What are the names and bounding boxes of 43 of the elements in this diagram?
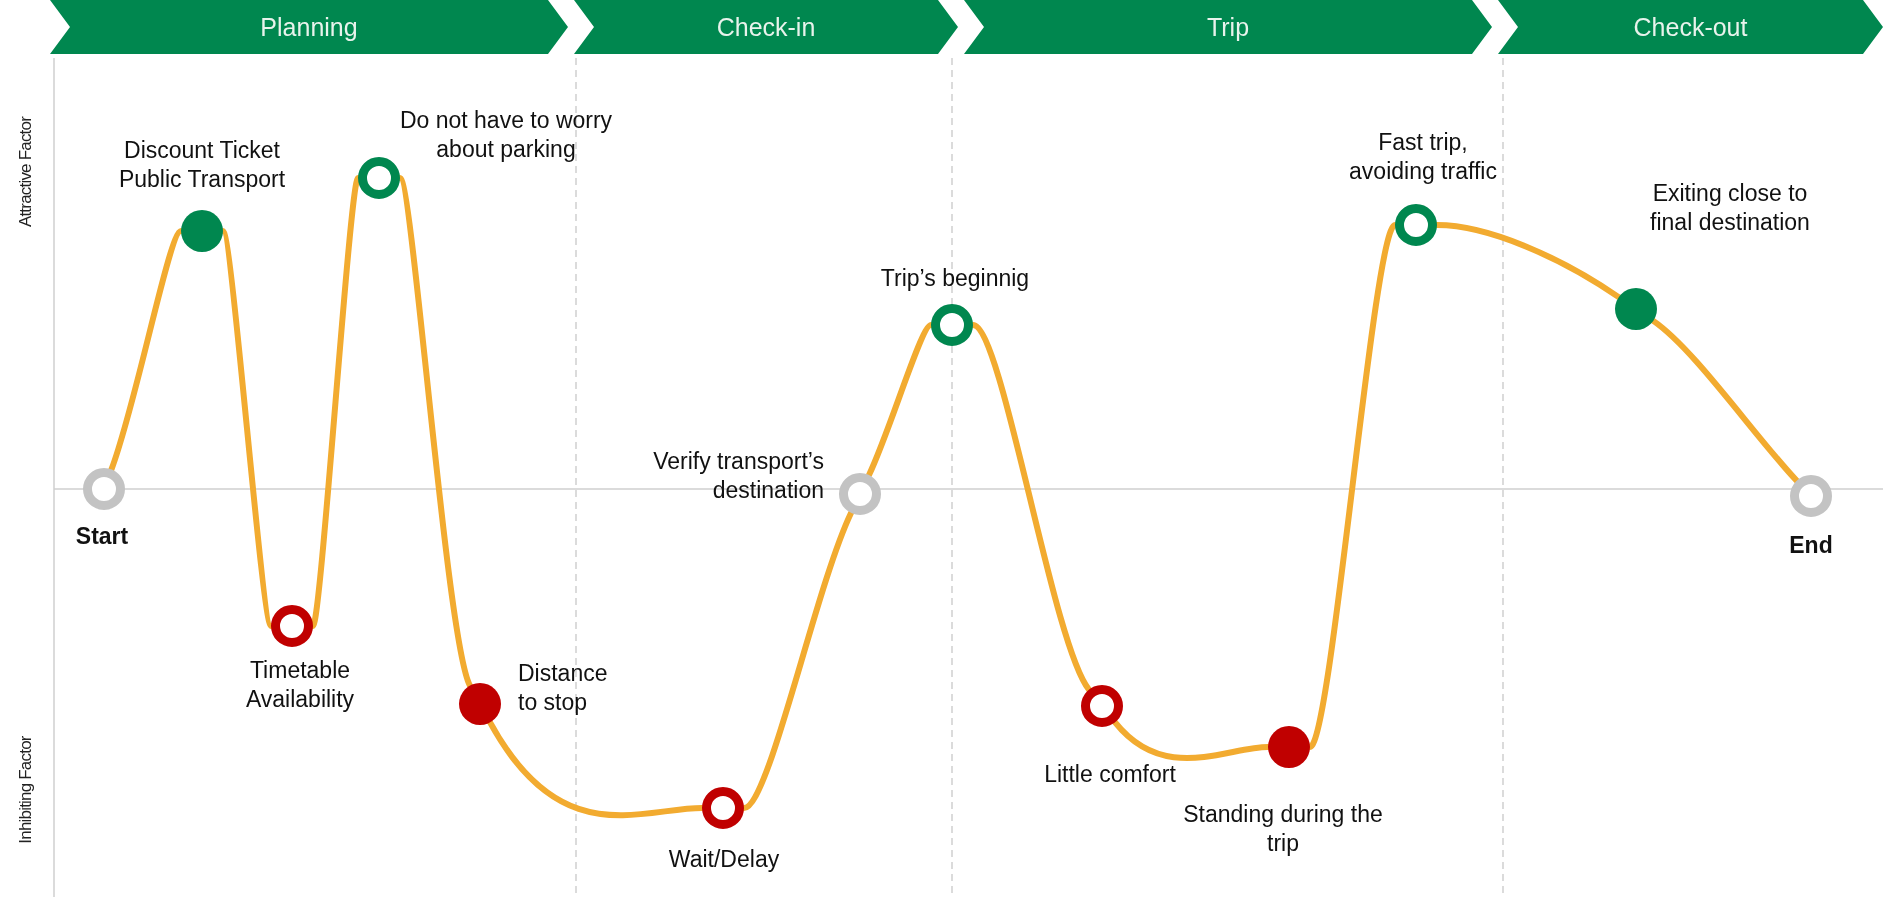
ring-point-marker [1081,685,1123,727]
filled-point-marker [1615,288,1657,330]
curve-segment [397,175,473,689]
point-label: Exiting close to final destination [1649,179,1811,237]
curve-segment [741,510,854,811]
ring-point-marker [931,304,973,346]
curve-segment [970,322,1092,693]
phase-banner [574,0,958,54]
ring-point-marker [1395,204,1437,246]
phase-label: Planning [260,12,358,42]
point-label: Discount Ticket Public Transport [117,136,287,194]
phase-label: Check-in [716,12,816,42]
phase-label: Check-out [1633,12,1748,42]
phase-label: Trip [1206,12,1250,42]
point-label: Do not have to worry about parking [398,106,614,164]
axis-label: Attractive Factor [15,115,36,230]
ring-point-marker [358,157,400,199]
filled-point-marker [459,683,501,725]
curve-segment [220,228,274,629]
phase-banner [50,0,568,54]
ring-point-marker [839,473,881,515]
curve-segment [866,322,934,478]
ring-point-marker [83,468,125,510]
point-label: Trip’s beginnig [879,264,1031,293]
point-label: Standing during the trip [1183,800,1383,858]
curve-segment [310,175,361,629]
ring-point-marker [702,787,744,829]
point-label: Little comfort [1043,760,1177,789]
filled-point-marker [1268,726,1310,768]
ring-point-marker [1790,475,1832,517]
filled-point-marker [181,210,223,252]
phase-banner [964,0,1492,54]
axis-label: Inhibiting Factor [15,735,36,846]
phase-banner [1498,0,1883,54]
point-label: Verify transport’s destination [652,447,824,505]
point-label: Distance to stop [518,659,609,717]
ring-point-marker [271,605,313,647]
point-label: Start [74,522,130,551]
point-label: Wait/Delay [667,845,781,874]
point-label: Timetable Availability [244,656,356,714]
curve-segment [1650,317,1800,484]
point-label: Fast trip, avoiding traffic [1348,128,1498,186]
point-label: End [1788,531,1834,560]
